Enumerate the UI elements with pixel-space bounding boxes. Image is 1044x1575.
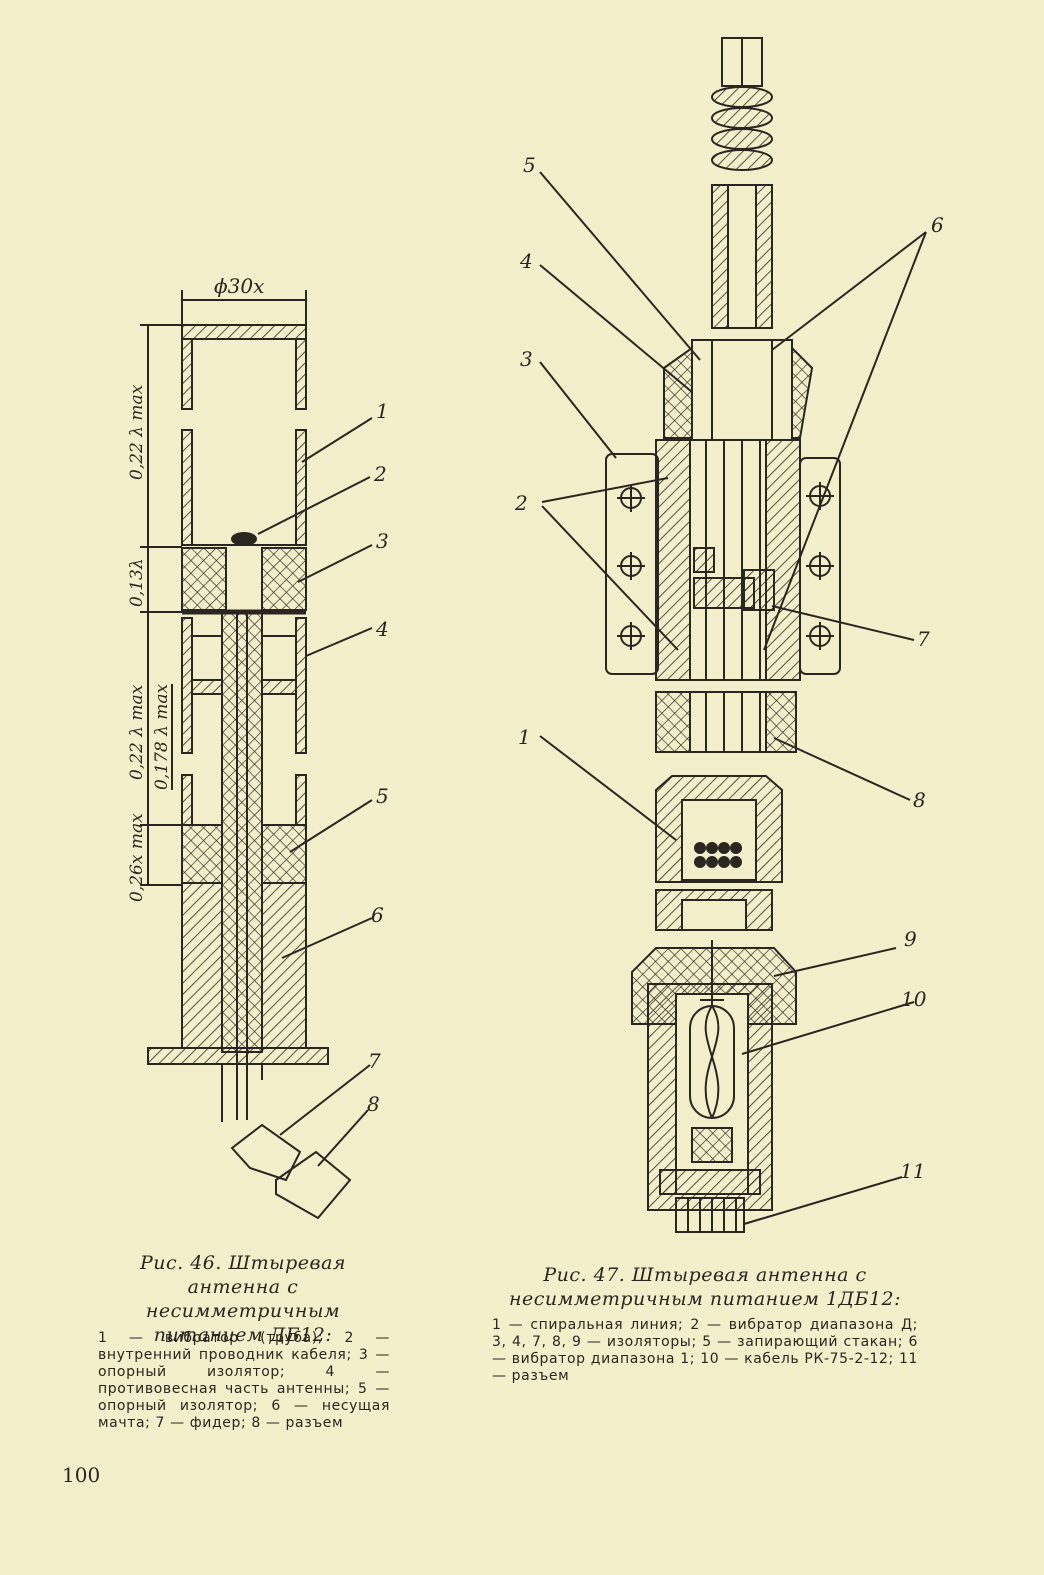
page-number: 100	[62, 1463, 101, 1487]
fig47-caption: Рис. 47. Штыревая антенна с несимметричн…	[490, 1263, 920, 1311]
fig47-callout-6: 6	[931, 213, 944, 237]
fig46-callout-1: 1	[376, 399, 389, 423]
fig46-caption: Рис. 46. Штыревая антенна с несимметричн…	[96, 1251, 390, 1347]
fig47-callout-5: 5	[523, 153, 536, 177]
fig46-legend: 1 — вибратор (труба); 2 — внутренний про…	[98, 1330, 390, 1431]
fig47-callout-9: 9	[904, 927, 917, 951]
fig46-dim-diameter: ϕ30x	[214, 274, 264, 298]
figure-47-drawing: 5 4 3 2 1 6 7 8 9 10 11	[514, 37, 944, 1233]
fig47-callout-1: 1	[518, 725, 531, 749]
fig47-callout-3: 3	[520, 347, 533, 371]
fig46-dim-4: 0,178 λ max	[152, 683, 172, 790]
fig47-callout-2: 2	[514, 491, 528, 515]
fig46-callout-3: 3	[376, 529, 389, 553]
figure-46-drawing: ϕ30x 0,22 λ max 0,13λ 0,22 λ max 0,178 λ…	[127, 274, 389, 1220]
fig46-dim-2: 0,13λ	[127, 558, 147, 607]
fig46-dim-3: 0,22 λ max	[127, 684, 147, 780]
fig46-dim-5: 0,26x max	[127, 813, 147, 902]
fig46-callout-2: 2	[373, 462, 387, 486]
fig46-caption-title: Рис. 46. Штыревая антенна с несимметричн…	[139, 1252, 347, 1346]
fig46-callout-6: 6	[371, 903, 384, 927]
fig46-dim-1: 0,22 λ max	[127, 384, 147, 480]
fig47-caption-title: Рис. 47. Штыревая антенна с несимметричн…	[508, 1264, 902, 1310]
fig47-legend: 1 — спиральная линия; 2 — вибратор диапа…	[492, 1317, 918, 1384]
fig47-callout-7: 7	[917, 627, 930, 651]
fig47-callout-10: 10	[901, 987, 927, 1011]
fig46-callout-8: 8	[367, 1092, 380, 1116]
fig46-callout-7: 7	[368, 1049, 381, 1073]
fig47-callout-11: 11	[900, 1159, 925, 1183]
fig47-callout-8: 8	[913, 788, 926, 812]
fig46-callout-4: 4	[375, 617, 389, 641]
fig47-callout-4: 4	[519, 249, 533, 273]
fig46-callout-5: 5	[376, 784, 389, 808]
